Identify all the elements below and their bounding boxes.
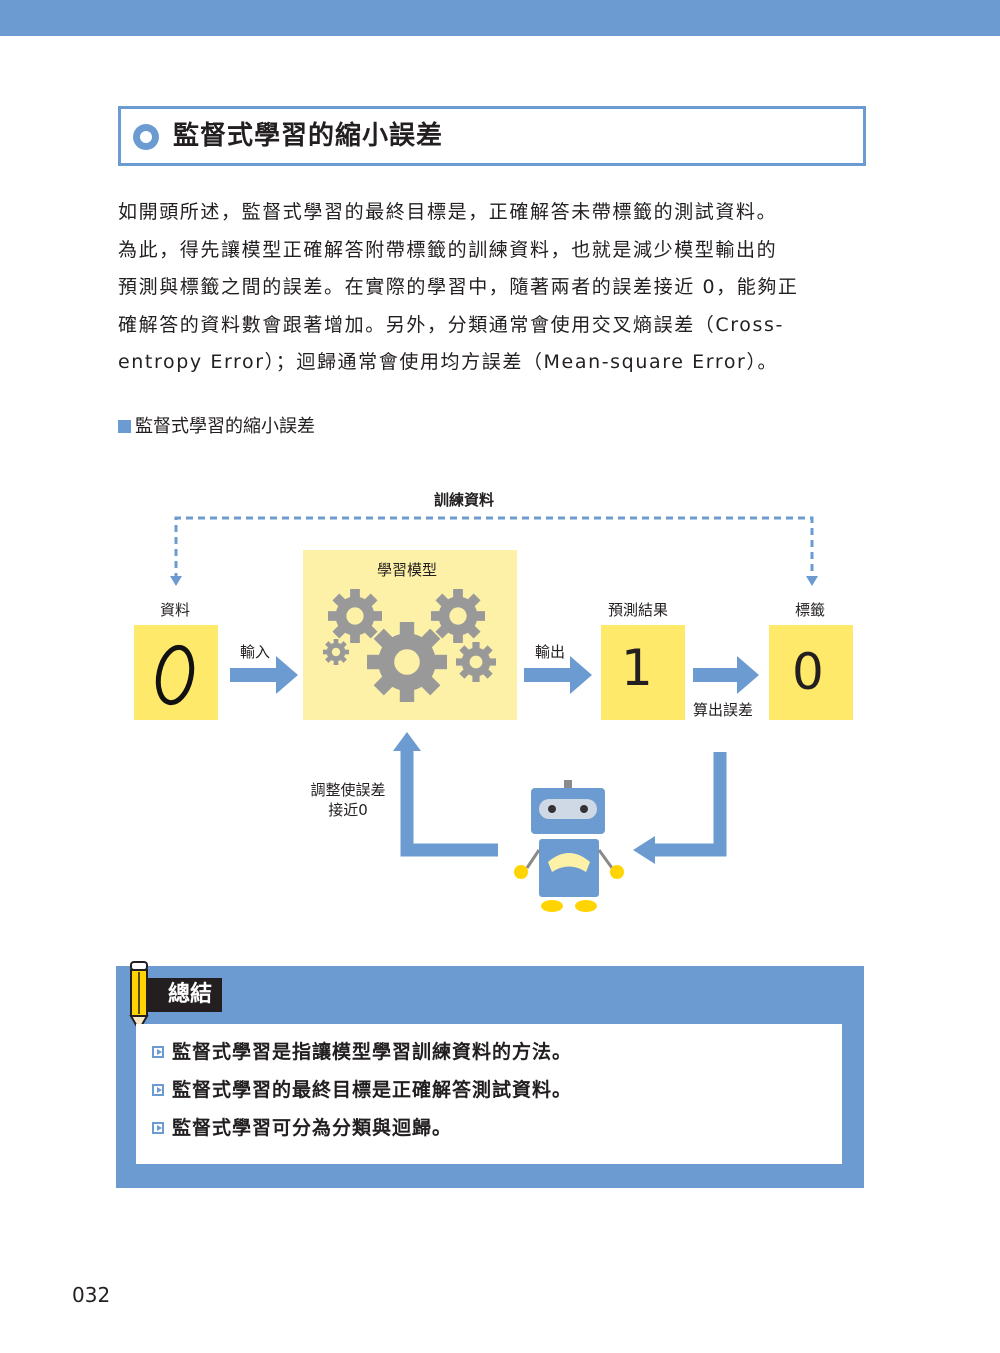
model-label: 學習模型 [377, 561, 438, 579]
training-data-dashed-line [174, 516, 814, 580]
handwritten-zero-image [155, 644, 195, 706]
body-paragraph: 如開頭所述，監督式學習的最終目標是，正確解答未帶標籤的測試資料。 為此，得先讓模… [118, 194, 864, 382]
gear-icon [431, 589, 485, 643]
gear-icon [367, 622, 447, 702]
gear-icon [456, 642, 496, 682]
label-box [769, 625, 853, 720]
data-box [134, 625, 218, 720]
down-arrowhead-icon [806, 576, 818, 586]
compare-arrow-icon [737, 656, 759, 694]
body-line: 為此，得先讓模型正確解答附帶標籤的訓練資料，也就是減少模型輸出的 [118, 238, 778, 261]
compute-error-label: 算出誤差 [693, 701, 754, 719]
supervised-learning-diagram: 訓練資料 資料 學習模型 預測結果 標籤 輸入 輸出 算出誤差 1 0 調整使誤… [0, 470, 1000, 930]
heading-bullet-icon [133, 124, 159, 150]
gear-icon [323, 639, 349, 665]
body-line: entropy Error）；迴歸通常會使用均方誤差（Mean-square E… [118, 351, 779, 373]
summary-item: 監督式學習可分為分類與迴歸。 [152, 1114, 452, 1142]
summary-box: 總結 監督式學習是指讓模型學習訓練資料的方法。 監督式學習的最終目標是正確解答測… [116, 961, 864, 1188]
data-label: 資料 [160, 601, 191, 619]
summary-item: 監督式學習的最終目標是正確解答測試資料。 [152, 1076, 572, 1104]
output-arrow-label: 輸出 [535, 643, 566, 661]
input-arrow-icon [276, 656, 298, 694]
output-arrow-icon [570, 656, 592, 694]
diagram-graphics [134, 516, 853, 912]
robot-icon [514, 780, 624, 912]
prediction-box [601, 625, 685, 720]
error-return-line [652, 752, 727, 857]
body-line: 如開頭所述，監督式學習的最終目標是，正確解答未帶標籤的測試資料。 [118, 201, 778, 223]
down-arrowhead-icon [170, 576, 182, 586]
left-arrowhead-icon [633, 836, 655, 864]
summary-item-text: 監督式學習是指讓模型學習訓練資料的方法。 [172, 1041, 573, 1063]
caption-square-icon [118, 420, 131, 433]
label-value: 0 [792, 643, 824, 701]
gear-icon [328, 589, 382, 643]
page-number: 032 [72, 1283, 111, 1307]
summary-item-text: 監督式學習可分為分類與迴歸。 [172, 1117, 453, 1139]
section-heading: 監督式學習的縮小誤差 [118, 106, 866, 166]
play-bullet-icon [152, 1046, 164, 1058]
prediction-value: 1 [621, 639, 653, 697]
play-bullet-icon [152, 1084, 164, 1096]
label-label: 標籤 [795, 601, 826, 619]
summary-item: 監督式學習是指讓模型學習訓練資料的方法。 [152, 1038, 572, 1066]
play-bullet-icon [152, 1122, 164, 1134]
section-title: 監督式學習的縮小誤差 [173, 121, 444, 151]
pencil-icon [129, 961, 149, 1032]
summary-title: 總結 [138, 978, 222, 1012]
figure-caption-text: 監督式學習的縮小誤差 [135, 416, 315, 437]
up-arrowhead-icon [393, 732, 421, 751]
adjust-line [400, 748, 498, 857]
adjust-label-line: 調整使誤差 [310, 781, 386, 799]
figure-caption: 監督式學習的縮小誤差 [118, 414, 315, 440]
training-data-label: 訓練資料 [434, 491, 495, 509]
top-color-bar [0, 0, 1000, 36]
adjust-label: 調整使誤差 接近0 [300, 780, 396, 820]
body-line: 預測與標籤之間的誤差。在實際的學習中，隨著兩者的誤差接近 0，能夠正 [118, 276, 799, 298]
prediction-label: 預測結果 [608, 601, 669, 619]
summary-item-text: 監督式學習的最終目標是正確解答測試資料。 [172, 1079, 573, 1101]
input-arrow-label: 輸入 [240, 643, 271, 661]
body-line: 確解答的資料數會跟著增加。另外，分類通常會使用交叉熵誤差（Cross- [118, 313, 784, 336]
adjust-label-line: 接近0 [328, 801, 368, 819]
summary-content: 監督式學習是指讓模型學習訓練資料的方法。 監督式學習的最終目標是正確解答測試資料… [136, 1024, 842, 1164]
